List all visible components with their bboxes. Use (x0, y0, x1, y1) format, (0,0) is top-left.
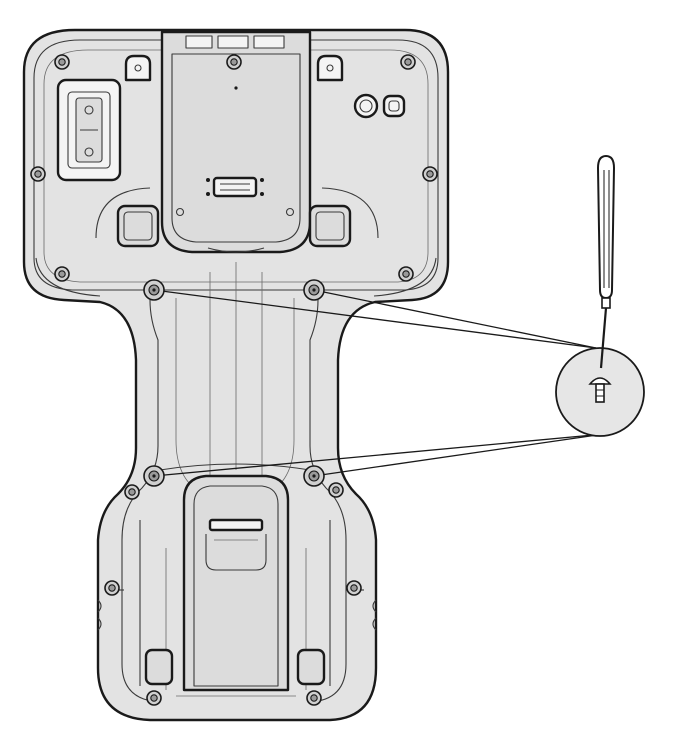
screwdriver-icon (596, 154, 616, 369)
handle-screws (143, 279, 325, 487)
top-latch-right (316, 54, 344, 82)
screw-icon (54, 266, 70, 282)
connector-pins (220, 183, 250, 191)
camera-lens (353, 93, 406, 119)
screw-icon (303, 279, 325, 301)
side-port (56, 78, 122, 182)
screw-icon (306, 690, 322, 706)
screw-icon (303, 465, 325, 487)
center-clip-panel (160, 30, 312, 254)
screw-icon (30, 166, 46, 182)
callout-lines (153, 289, 605, 477)
screw-icon (346, 580, 362, 596)
screw-icon (124, 484, 140, 500)
screw-detail-magnifier-icon (555, 347, 645, 437)
screw-icon (328, 482, 344, 498)
handle-contours (97, 262, 377, 703)
screw-icon (146, 690, 162, 706)
screw-icon (104, 580, 120, 596)
top-latch-left (124, 54, 152, 82)
bottom-strap-clip (144, 474, 326, 697)
screw-icon (398, 266, 414, 282)
strap-anchor-right (308, 187, 379, 248)
strap-anchor-left (95, 187, 160, 248)
screw-icon (422, 166, 438, 182)
screw-icon (143, 279, 165, 301)
peripheral-screws (30, 54, 438, 706)
screw-icon (54, 54, 70, 70)
screw-icon (226, 54, 242, 70)
screw-icon (143, 465, 165, 487)
screw-icon (400, 54, 416, 70)
